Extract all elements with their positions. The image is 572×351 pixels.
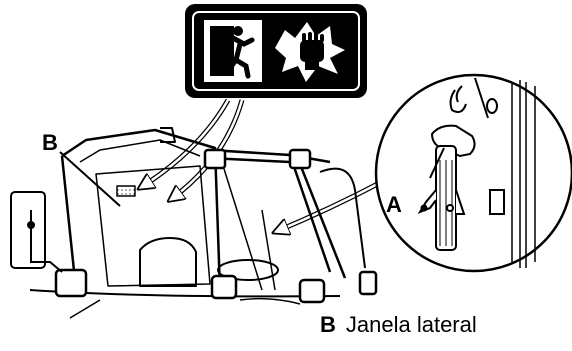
exit-sticker	[117, 186, 135, 196]
caption-letter: B	[320, 312, 336, 337]
tractor-cab	[30, 128, 376, 318]
caption: B Janela lateral	[320, 312, 477, 338]
side-mirror	[11, 192, 62, 272]
caption-text: Janela lateral	[346, 312, 477, 337]
callout-label-b: B	[42, 130, 58, 155]
emergency-exit-sign	[185, 4, 367, 98]
callout-line-b	[60, 152, 120, 206]
callout-label-a: A	[386, 192, 402, 217]
emergency-exit-running-man-icon	[204, 20, 262, 82]
hammer-detail-circle	[376, 75, 572, 271]
